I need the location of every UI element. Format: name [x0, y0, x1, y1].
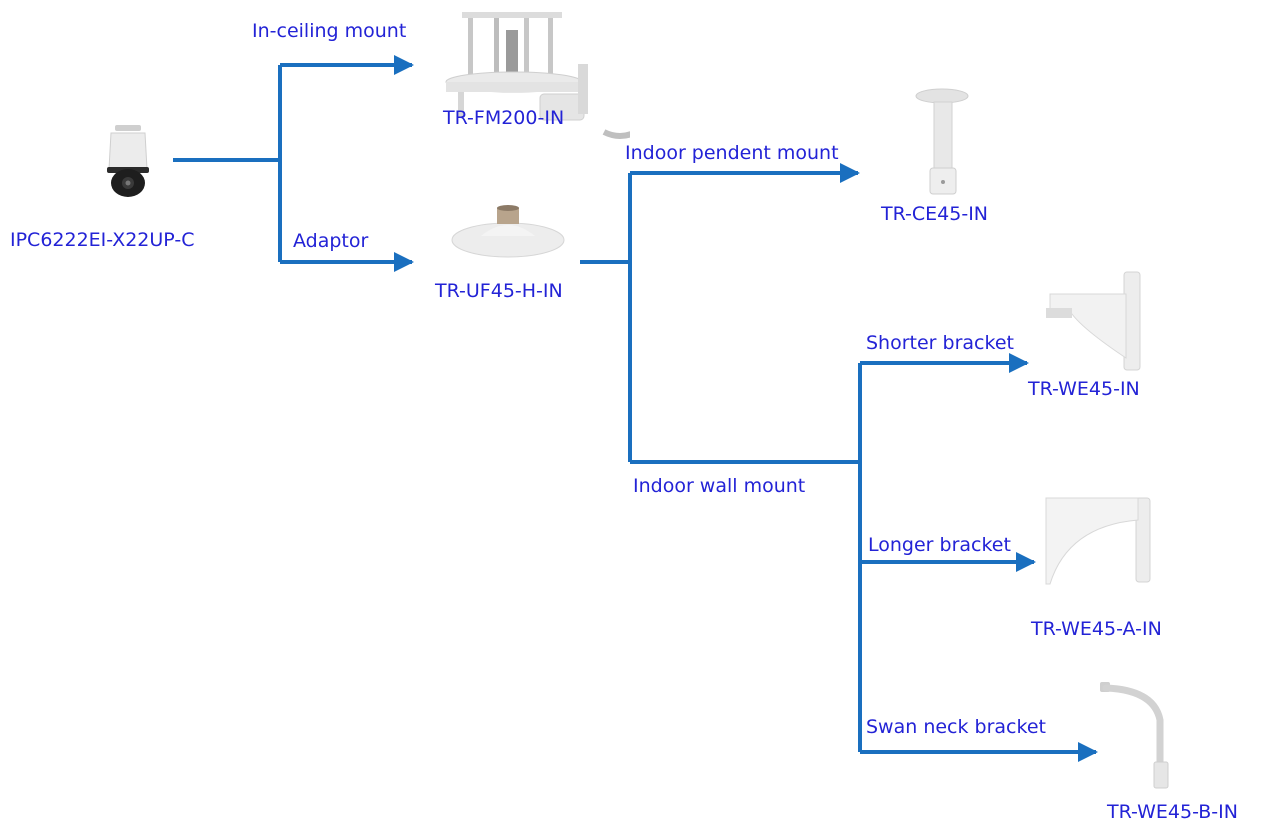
- connection-label-in-ceiling: In-ceiling mount: [252, 22, 406, 41]
- we45-model-label: TR-WE45-IN: [1028, 380, 1140, 399]
- connection-label-adaptor: Adaptor: [293, 232, 368, 251]
- uf45h-model-label: TR-UF45-H-IN: [435, 282, 563, 301]
- in-ceiling-mount-icon: [440, 8, 630, 154]
- connection-label-shorter-bracket: Shorter bracket: [866, 334, 1014, 353]
- ce45-model-label: TR-CE45-IN: [881, 205, 988, 224]
- we45a-model-label: TR-WE45-A-IN: [1031, 620, 1162, 639]
- long-wall-bracket-icon: [1044, 494, 1152, 594]
- connection-label-longer-bracket: Longer bracket: [868, 536, 1011, 555]
- camera-model-label: IPC6222EI-X22UP-C: [10, 231, 194, 250]
- fm200-model-label: TR-FM200-IN: [443, 109, 564, 128]
- adaptor-plate-icon: [451, 204, 569, 264]
- pendant-pole-icon: [914, 86, 970, 200]
- ptz-dome-camera-icon: [105, 125, 153, 209]
- we45b-model-label: TR-WE45-B-IN: [1107, 803, 1238, 822]
- connection-label-indoor-wall: Indoor wall mount: [633, 477, 805, 496]
- swan-neck-bracket-icon: [1098, 680, 1170, 796]
- connection-label-indoor-pendent: Indoor pendent mount: [625, 144, 839, 163]
- short-wall-bracket-icon: [1044, 268, 1144, 376]
- connection-label-swan-neck-bracket: Swan neck bracket: [866, 718, 1046, 737]
